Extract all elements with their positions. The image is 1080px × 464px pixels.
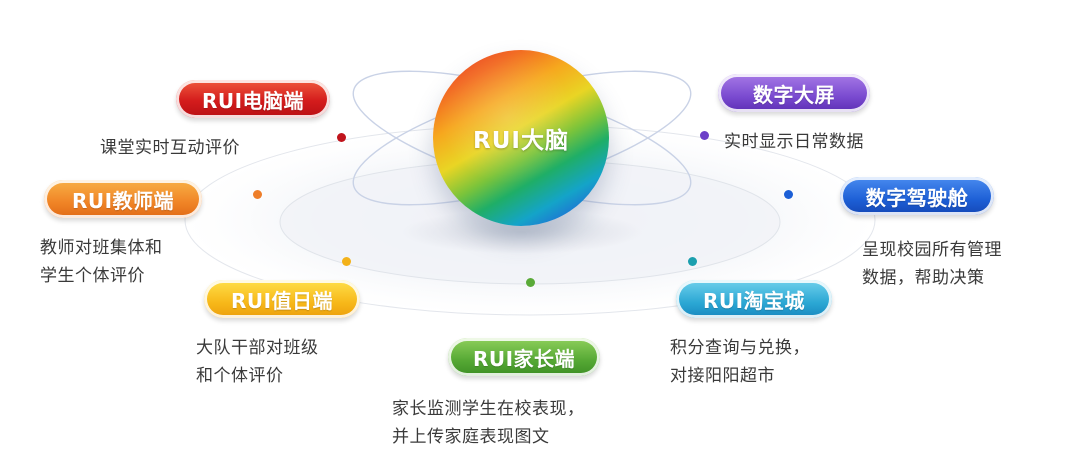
node-parent-desc: 家长监测学生在校表现， 并上传家庭表现图文: [392, 399, 585, 447]
node-duty-dot: [342, 257, 351, 266]
node-cockpit-label: 数字驾驶舱: [865, 185, 969, 210]
node-pill-cockpit: 数字驾驶舱: [840, 177, 994, 215]
node-taobao-label: RUI淘宝城: [702, 288, 806, 313]
node-bigscreen-label: 数字大屏: [753, 82, 835, 107]
node-pc-desc: 课堂实时互动评价: [100, 138, 240, 158]
node-pill-bigscreen: 数字大屏: [718, 74, 870, 112]
node-parent-label: RUI家长端: [472, 346, 576, 371]
hub-label: RUI大脑: [473, 128, 569, 154]
node-pill-duty: RUI值日端: [204, 280, 360, 318]
node-pill-taobao: RUI淘宝城: [676, 280, 832, 318]
node-taobao-dot: [688, 257, 697, 266]
hub-shadow: [402, 210, 642, 254]
node-cockpit-desc: 呈现校园所有管理 数据，帮助决策: [862, 240, 1002, 288]
node-taobao-desc: 积分查询与兑换， 对接阳阳超市: [670, 338, 810, 386]
node-pc-dot: [337, 133, 346, 142]
node-teacher-label: RUI教师端: [71, 188, 175, 213]
node-duty-label: RUI值日端: [230, 288, 334, 313]
node-pc-label: RUI电脑端: [201, 88, 305, 113]
rui-brain-hub: RUI大脑: [433, 50, 609, 226]
node-bigscreen-desc: 实时显示日常数据: [724, 132, 864, 152]
node-duty-desc: 大队干部对班级 和个体评价: [196, 338, 319, 386]
node-bigscreen-dot: [700, 131, 709, 140]
node-pill-parent: RUI家长端: [448, 338, 600, 376]
node-pill-pc: RUI电脑端: [176, 80, 330, 118]
node-teacher-desc: 教师对班集体和 学生个体评价: [40, 238, 163, 286]
node-cockpit-dot: [784, 190, 793, 199]
node-teacher-dot: [253, 190, 262, 199]
node-pill-teacher: RUI教师端: [44, 180, 202, 218]
node-parent-dot: [526, 278, 535, 287]
